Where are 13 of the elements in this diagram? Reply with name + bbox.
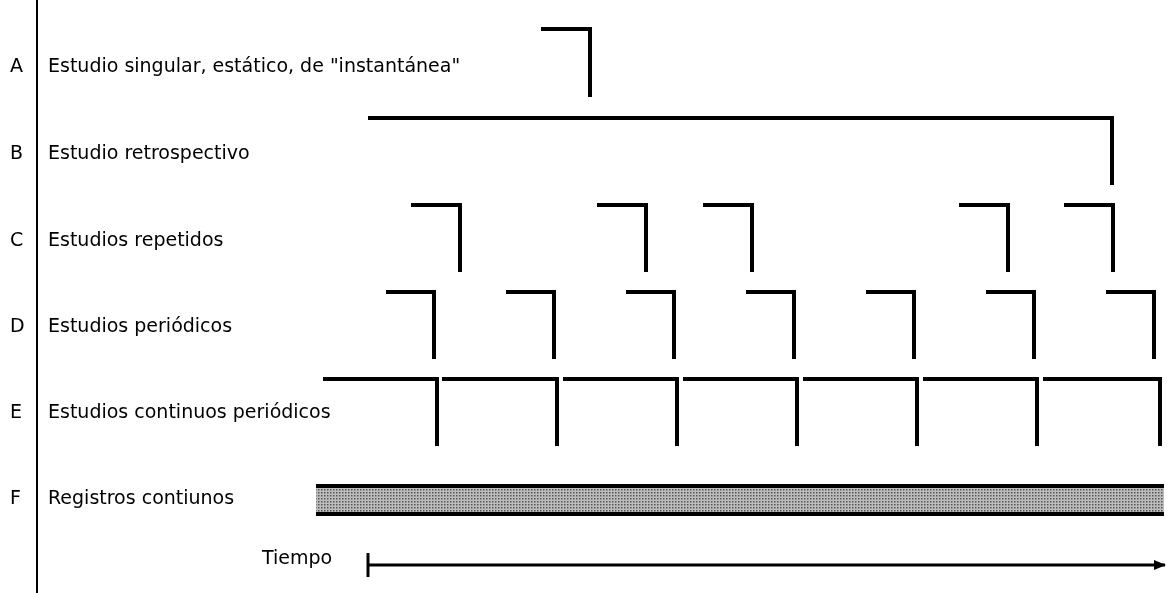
row-letter: E	[10, 399, 22, 423]
row-label: Estudios periódicos	[48, 313, 233, 337]
row-letter: D	[10, 313, 25, 337]
row-label: Estudio singular, estático, de "instantánea"	[48, 53, 461, 77]
row-label: Registros contiunos	[48, 485, 235, 509]
row-letter: F	[10, 485, 21, 509]
row-label: Estudios repetidos	[48, 227, 224, 251]
axis-label: Tiempo	[262, 545, 333, 569]
row-label: Estudio retrospectivo	[48, 140, 250, 164]
row-letter: A	[10, 53, 23, 77]
row-letter: B	[10, 140, 24, 164]
row-label: Estudios continuos periódicos	[48, 399, 331, 423]
row-letter: C	[10, 227, 24, 251]
